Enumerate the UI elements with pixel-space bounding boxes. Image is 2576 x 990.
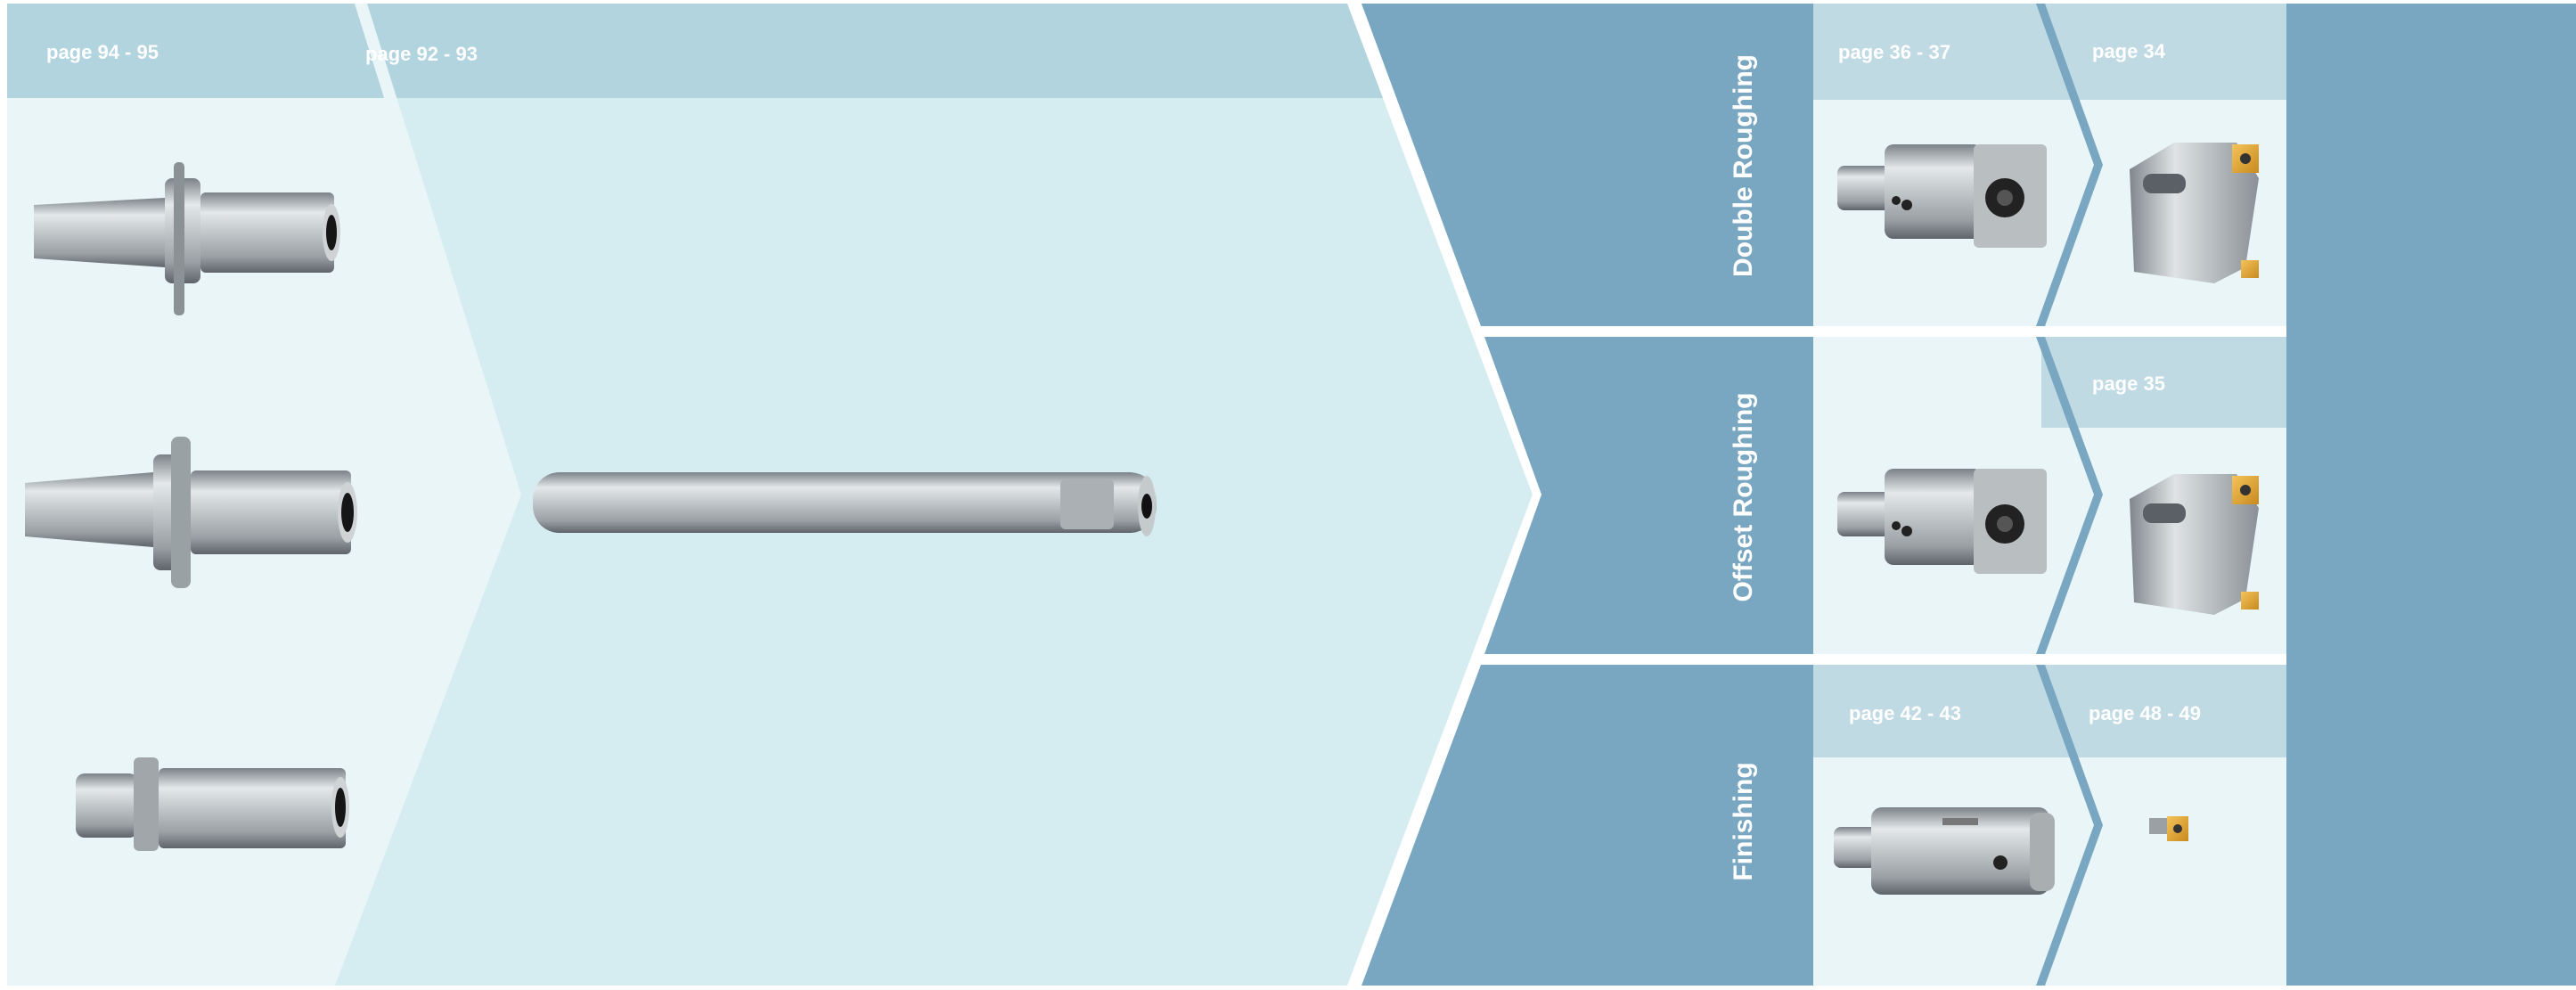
section-divider-2 (1475, 654, 2286, 665)
roughing-body-page-label: page 36 - 37 (1838, 41, 1950, 64)
roughing-insert-cartridge-2 (2130, 474, 2259, 615)
section-divider-1 (1475, 326, 2286, 337)
double-roughing-title: Double Roughing (1729, 54, 1759, 277)
right-bar (2286, 4, 2576, 986)
insert-page-label-1: page 34 (2092, 40, 2165, 63)
finishing-body-page-label: page 42 - 43 (1849, 702, 1961, 725)
insert-page-label-3: page 48 - 49 (2089, 702, 2201, 725)
roughing-insert-cartridge-1 (2130, 143, 2259, 283)
bar-header-band (355, 4, 1385, 98)
holders-page-label: page 94 - 95 (46, 41, 159, 64)
offset-roughing-title: Offset Roughing (1729, 393, 1759, 602)
bar-page-label: page 92 - 93 (365, 43, 478, 66)
extension-bar (533, 472, 1157, 536)
finishing-title: Finishing (1729, 762, 1759, 880)
insert-page-label-2: page 35 (2092, 372, 2165, 396)
